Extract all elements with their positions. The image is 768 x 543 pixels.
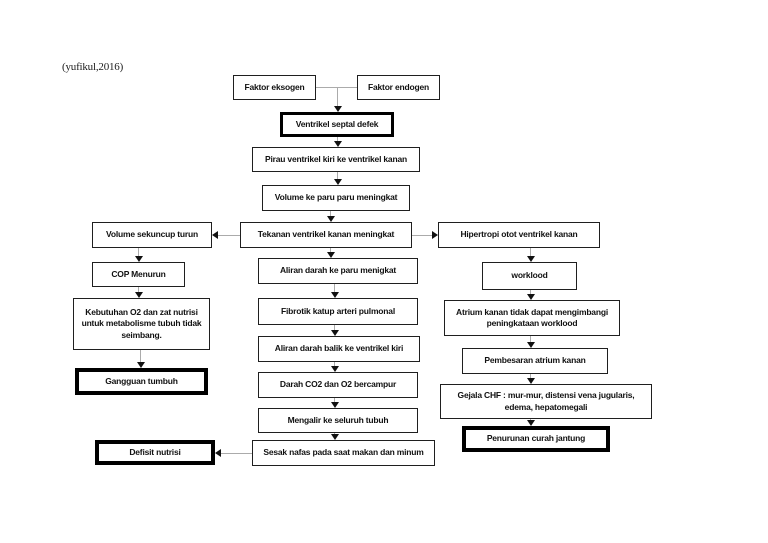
node-tekanan-ventrikel-kanan: Tekanan ventrikel kanan meningkat xyxy=(240,222,412,248)
node-volume-ke-paru: Volume ke paru paru meningkat xyxy=(262,185,410,211)
node-ventrikel-septal-defek: Ventrikel septal defek xyxy=(280,112,394,137)
node-hipertropi-otot: Hipertropi otot ventrikel kanan xyxy=(438,222,600,248)
arrowhead-left-icon xyxy=(212,231,218,239)
arrowhead-down-icon xyxy=(333,179,342,185)
node-fibrotik-katup: Fibrotik katup arteri pulmonal xyxy=(258,298,418,325)
connector-line xyxy=(530,336,532,343)
connector-line xyxy=(530,290,532,295)
connector-line xyxy=(334,325,336,331)
node-volume-sekuncup-turun: Volume sekuncup turun xyxy=(92,222,212,248)
node-aliran-darah-ke-paru: Aliran darah ke paru menigkat xyxy=(258,258,418,284)
connector-line xyxy=(315,87,357,89)
node-defisit-nutrisi: Defisit nutrisi xyxy=(95,440,215,465)
node-atrium-kanan: Atrium kanan tidak dapat mengimbangi pen… xyxy=(444,300,620,336)
arrowhead-down-icon xyxy=(134,292,143,298)
node-gangguan-tumbuh: Gangguan tumbuh xyxy=(75,368,208,395)
arrowhead-left-icon xyxy=(215,449,221,457)
connector-line xyxy=(220,453,252,455)
arrowhead-down-icon xyxy=(326,216,335,222)
arrowhead-down-icon xyxy=(330,434,339,440)
arrowhead-down-icon xyxy=(526,294,535,300)
node-gejala-chf: Gejala CHF : mur-mur, distensi vena jugu… xyxy=(440,384,652,419)
citation-text: (yufikul,2016) xyxy=(62,61,124,73)
node-worklood: worklood xyxy=(482,262,577,290)
connector-line xyxy=(334,284,336,293)
arrowhead-down-icon xyxy=(330,330,339,336)
arrowhead-down-icon xyxy=(526,378,535,384)
connector-line xyxy=(334,398,336,403)
node-penurunan-curah-jantung: Penurunan curah jantung xyxy=(462,426,610,452)
connector-line xyxy=(337,137,339,142)
connector-line xyxy=(530,374,532,379)
arrowhead-down-icon xyxy=(333,106,342,112)
node-darah-co2-o2: Darah CO2 dan O2 bercampur xyxy=(258,372,418,398)
connector-line xyxy=(330,248,332,253)
connector-line xyxy=(530,248,532,257)
connector-line xyxy=(138,248,140,257)
connector-line xyxy=(337,172,339,180)
arrowhead-down-icon xyxy=(526,420,535,426)
node-aliran-darah-balik: Aliran darah balik ke ventrikel kiri xyxy=(258,336,420,362)
arrowhead-down-icon xyxy=(326,252,335,258)
connector-line xyxy=(330,211,332,217)
arrowhead-down-icon xyxy=(526,256,535,262)
connector-line xyxy=(337,87,339,107)
node-kebutuhan-o2: Kebutuhan O2 dan zat nutrisi untuk metab… xyxy=(73,298,210,350)
connector-line xyxy=(138,287,140,293)
arrowhead-down-icon xyxy=(330,292,339,298)
node-pirau-ventrikel: Pirau ventrikel kiri ke ventrikel kanan xyxy=(252,147,420,172)
connector-line xyxy=(217,235,240,237)
arrowhead-down-icon xyxy=(330,366,339,372)
node-sesak-nafas: Sesak nafas pada saat makan dan minum xyxy=(252,440,435,466)
node-cop-menurun: COP Menurun xyxy=(92,262,185,287)
node-pembesaran-atrium: Pembesaran atrium kanan xyxy=(462,348,608,374)
arrowhead-down-icon xyxy=(134,256,143,262)
node-faktor-endogen: Faktor endogen xyxy=(357,75,440,100)
arrowhead-down-icon xyxy=(333,141,342,147)
arrowhead-down-icon xyxy=(526,342,535,348)
connector-line xyxy=(412,235,433,237)
node-faktor-eksogen: Faktor eksogen xyxy=(233,75,316,100)
arrowhead-down-icon xyxy=(136,362,145,368)
arrowhead-down-icon xyxy=(330,402,339,408)
connector-line xyxy=(140,350,142,363)
connector-line xyxy=(334,362,336,367)
node-mengalir-seluruh-tubuh: Mengalir ke seluruh tubuh xyxy=(258,408,418,433)
arrowhead-right-icon xyxy=(432,231,438,239)
